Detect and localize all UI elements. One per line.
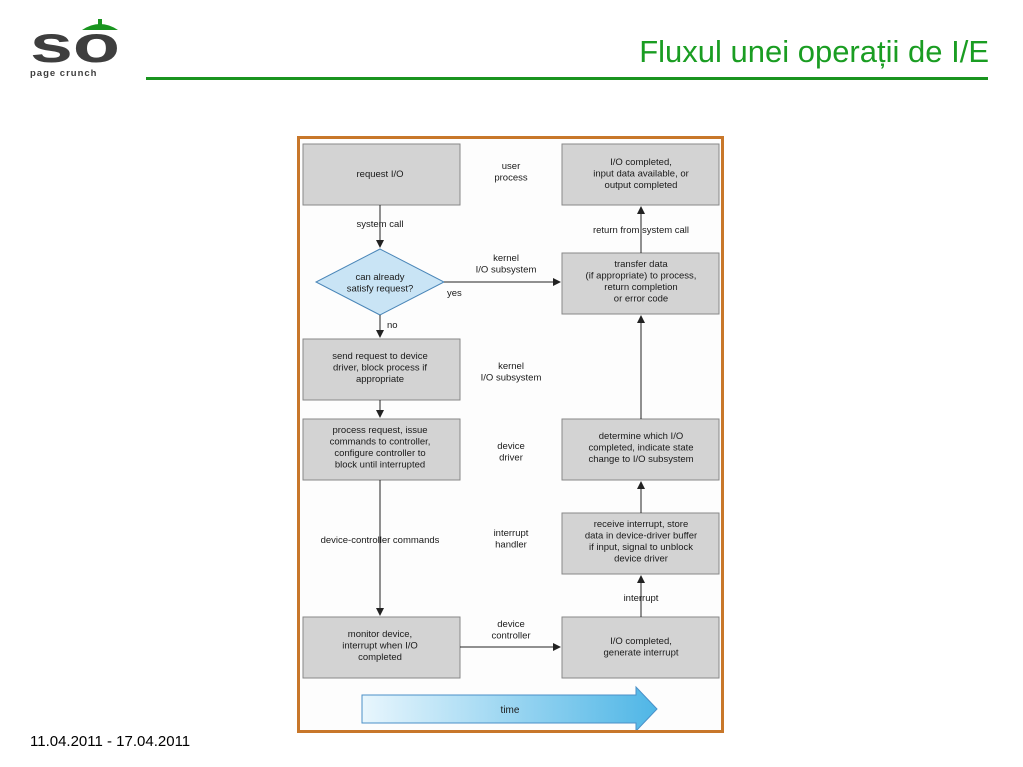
request-io-box <box>302 143 461 206</box>
monitor-device-text-line: interrupt when I/O <box>342 641 418 652</box>
page-crunch-logo: so page crunch <box>30 16 122 86</box>
send-request-text-line: driver, block process if <box>333 363 427 374</box>
transfer-data-text-line: or error code <box>614 294 668 305</box>
time-arrow <box>361 685 658 730</box>
determine-io-box <box>561 418 720 481</box>
process-request-text-line: commands to controller, <box>330 437 431 448</box>
date-range: 11.04.2011 - 17.04.2011 <box>30 733 191 750</box>
generate-interrupt-text: I/O completed,generate interrupt <box>604 636 679 659</box>
receive-interrupt-box <box>561 512 720 575</box>
monitor-device-text-line: completed <box>358 652 402 663</box>
transfer-data-text-line: (if appropriate) to process, <box>586 271 697 282</box>
title-divider <box>146 77 988 80</box>
layer-kernel-io-1-line: I/O subsystem <box>476 265 537 276</box>
generate-interrupt-box <box>561 616 720 679</box>
transfer-data-box <box>561 252 720 315</box>
layer-kernel-io-1-line: kernel <box>493 253 519 264</box>
determine-io-text-line: determine which I/O <box>599 431 683 442</box>
acorn-stem-icon <box>98 19 102 25</box>
send-request-text-line: send request to device <box>332 351 428 362</box>
generate-interrupt-text-line: generate interrupt <box>604 648 679 659</box>
layer-user-process-line: process <box>494 173 528 184</box>
transfer-data-text: transfer data(if appropriate) to process… <box>586 259 697 305</box>
determine-io-text-line: completed, indicate state <box>588 443 693 454</box>
layer-kernel-io-2-line: kernel <box>498 361 524 372</box>
time-label: time <box>501 705 520 716</box>
send-request-box <box>302 338 461 401</box>
edge-system-call: system call <box>357 219 404 230</box>
layer-interrupt-handler-line: handler <box>495 540 527 551</box>
io-completed-text-line: output completed <box>605 180 678 191</box>
process-request-text-line: process request, issue <box>332 425 427 436</box>
layer-interrupt-handler-line: interrupt <box>494 528 529 539</box>
determine-io-text-line: change to I/O subsystem <box>588 454 693 465</box>
monitor-device-box <box>302 616 461 679</box>
process-request-box <box>302 418 461 481</box>
process-request-text-line: configure controller to <box>334 448 425 459</box>
monitor-device-text-line: monitor device, <box>348 629 412 640</box>
layer-device-driver-line: driver <box>499 453 523 464</box>
decision-text-line: can already <box>355 272 404 283</box>
edge-interrupt: interrupt <box>624 593 659 604</box>
receive-interrupt-text-line: data in device-driver buffer <box>585 531 697 542</box>
request-io-text: request I/O <box>357 169 404 180</box>
acorn-logo-icon: so <box>30 16 120 74</box>
generate-interrupt-text-line: I/O completed, <box>610 636 672 647</box>
layer-user-process-line: user <box>502 161 520 172</box>
io-completed-box <box>561 143 720 206</box>
layer-kernel-io-2-line: I/O subsystem <box>481 373 542 384</box>
layer-device-controller-line: device <box>497 619 524 630</box>
request-io-text-line: request I/O <box>357 169 404 180</box>
slide-title: Fluxul unei operații de I/E <box>639 34 989 69</box>
io-completed-text-line: I/O completed, <box>610 157 672 168</box>
logo-tagline: page crunch <box>30 68 98 79</box>
transfer-data-text-line: return completion <box>604 282 677 293</box>
receive-interrupt-text-line: if input, signal to unblock <box>589 542 693 553</box>
receive-interrupt-text-line: receive interrupt, store <box>594 519 689 530</box>
receive-interrupt-text-line: device driver <box>614 554 668 565</box>
send-request-text-line: appropriate <box>356 374 404 385</box>
transfer-data-text-line: transfer data <box>614 259 668 270</box>
layer-device-controller-line: controller <box>491 631 530 642</box>
edge-no: no <box>387 320 398 331</box>
edge-device-commands: device-controller commands <box>321 535 440 546</box>
io-completed-text-line: input data available, or <box>593 169 689 180</box>
layer-device-driver-line: device <box>497 441 524 452</box>
edge-yes: yes <box>447 288 462 299</box>
process-request-text-line: block until interrupted <box>335 460 425 471</box>
acorn-cap-icon <box>82 24 118 30</box>
decision-text-line: satisfy request? <box>347 284 414 295</box>
edge-return-call: return from system call <box>593 225 689 236</box>
